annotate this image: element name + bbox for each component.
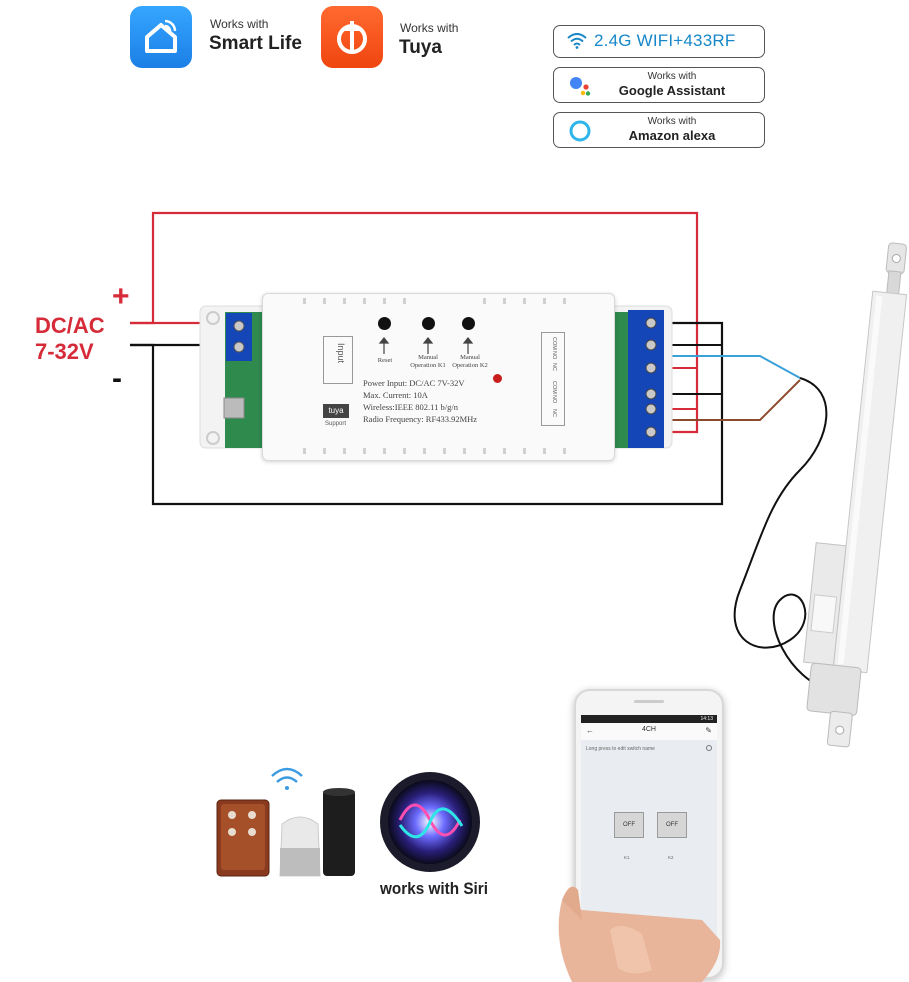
- terminal-label-com2: COM: [551, 381, 557, 394]
- manual-k1-button[interactable]: [422, 317, 435, 330]
- spec-max-current: Max. Current: 10A: [363, 390, 428, 400]
- reset-button[interactable]: [378, 317, 391, 330]
- phone-screen: 14:13 ← 4CH ✎ Long press to edit switch …: [581, 715, 717, 953]
- status-time: 14:13: [700, 716, 713, 722]
- hand-image: [558, 886, 721, 982]
- wifi-badge: 2.4G WIFI+433RF: [553, 25, 765, 58]
- terminal-label-nc2: NC: [551, 409, 557, 417]
- terminal-label-no1: NO: [551, 351, 557, 360]
- wifi-signal-icon: [271, 767, 303, 790]
- terminal-label-no2: NO: [551, 395, 557, 404]
- actuator-cable: [733, 377, 831, 691]
- relay-module: Input tuya Support Reset Manual Operatio…: [262, 293, 615, 461]
- usb-port: [223, 397, 245, 419]
- siri-orb-icon: [380, 772, 480, 872]
- app-title: 4CH: [641, 726, 656, 733]
- smart-life-works-with: Works with: [210, 17, 269, 31]
- google-works-with: Works with: [647, 71, 697, 82]
- input-label: Input: [336, 343, 346, 364]
- manual-k2-button[interactable]: [462, 317, 475, 330]
- phone-speaker: [634, 700, 664, 703]
- output-terminal-block: [628, 310, 664, 448]
- amazon-alexa-badge: Works with Amazon alexa: [553, 112, 765, 148]
- google-home-speaker-icon: [279, 816, 321, 877]
- terminal-label-com1: COM: [551, 337, 557, 350]
- close-circle-icon[interactable]: [706, 745, 712, 751]
- status-led: [493, 374, 502, 383]
- smart-life-name: Smart Life: [209, 33, 302, 54]
- reset-label: Reset: [377, 357, 393, 364]
- manual-k1-label-line1: Manual: [418, 354, 438, 361]
- switch-k1-state: OFF: [623, 822, 635, 828]
- input-terminal-block: [226, 313, 252, 361]
- back-arrow-icon[interactable]: ←: [586, 726, 594, 735]
- linear-actuator: [803, 242, 908, 748]
- google-assistant-badge: Works with Google Assistant: [553, 67, 765, 103]
- spec-wireless: Wireless:IEEE 802.11 b/g/n: [363, 402, 458, 412]
- switch-k2-name: K2: [668, 855, 674, 860]
- output-label-box: COM NO NC COM NO NC: [541, 332, 565, 426]
- rf-remote-icon: [216, 799, 270, 877]
- wifi-badge-text: 2.4G WIFI+433RF: [594, 31, 736, 50]
- tuya-works-with: Works with: [400, 21, 459, 35]
- app-header: ← 4CH ✎: [581, 723, 717, 740]
- switch-k1-name: K1: [624, 855, 630, 860]
- terminal-label-nc1: NC: [551, 363, 557, 371]
- edit-pencil-icon[interactable]: ✎: [705, 726, 712, 735]
- tuya-logo: tuya: [323, 404, 349, 418]
- input-label-box: Input: [323, 336, 353, 384]
- actuator-blue-wire: [670, 355, 801, 379]
- switch-k2-button[interactable]: OFF: [657, 812, 687, 838]
- switch-k1-button[interactable]: OFF: [614, 812, 644, 838]
- voltage-label: 7-32V: [35, 339, 94, 364]
- switch-k2-state: OFF: [666, 822, 678, 828]
- siri-caption: works with Siri: [380, 879, 488, 898]
- tuya-name: Tuya: [399, 37, 442, 58]
- alexa-works-with: Works with: [647, 116, 697, 127]
- status-bar: 14:13: [581, 715, 717, 723]
- positive-sign: +: [112, 280, 130, 313]
- manual-k2-label-line1: Manual: [460, 354, 480, 361]
- negative-sign: -: [112, 362, 122, 395]
- power-type-label: DC/AC: [35, 313, 105, 338]
- spec-power-input: Power Input: DC/AC 7V-32V: [363, 378, 465, 388]
- tuya-support-text: Support: [325, 421, 347, 427]
- alexa-name: Amazon alexa: [628, 128, 716, 143]
- edit-hint: Long press to edit switch name: [586, 746, 655, 752]
- spec-radio-frequency: Radio Frequency: RF433.92MHz: [363, 414, 478, 424]
- tuya-app-icon: [321, 6, 383, 68]
- smart-life-app-icon: [130, 6, 192, 68]
- wifi-icon: [567, 33, 587, 49]
- amazon-echo-speaker-icon: [323, 788, 355, 876]
- actuator-brown-wire: [670, 379, 801, 421]
- manual-k1-label-line2: Operation K1: [410, 362, 446, 369]
- alexa-icon: [569, 120, 591, 142]
- google-name: Google Assistant: [618, 83, 726, 98]
- google-assistant-icon: [570, 77, 591, 96]
- manual-k2-label-line2: Operation K2: [452, 362, 488, 369]
